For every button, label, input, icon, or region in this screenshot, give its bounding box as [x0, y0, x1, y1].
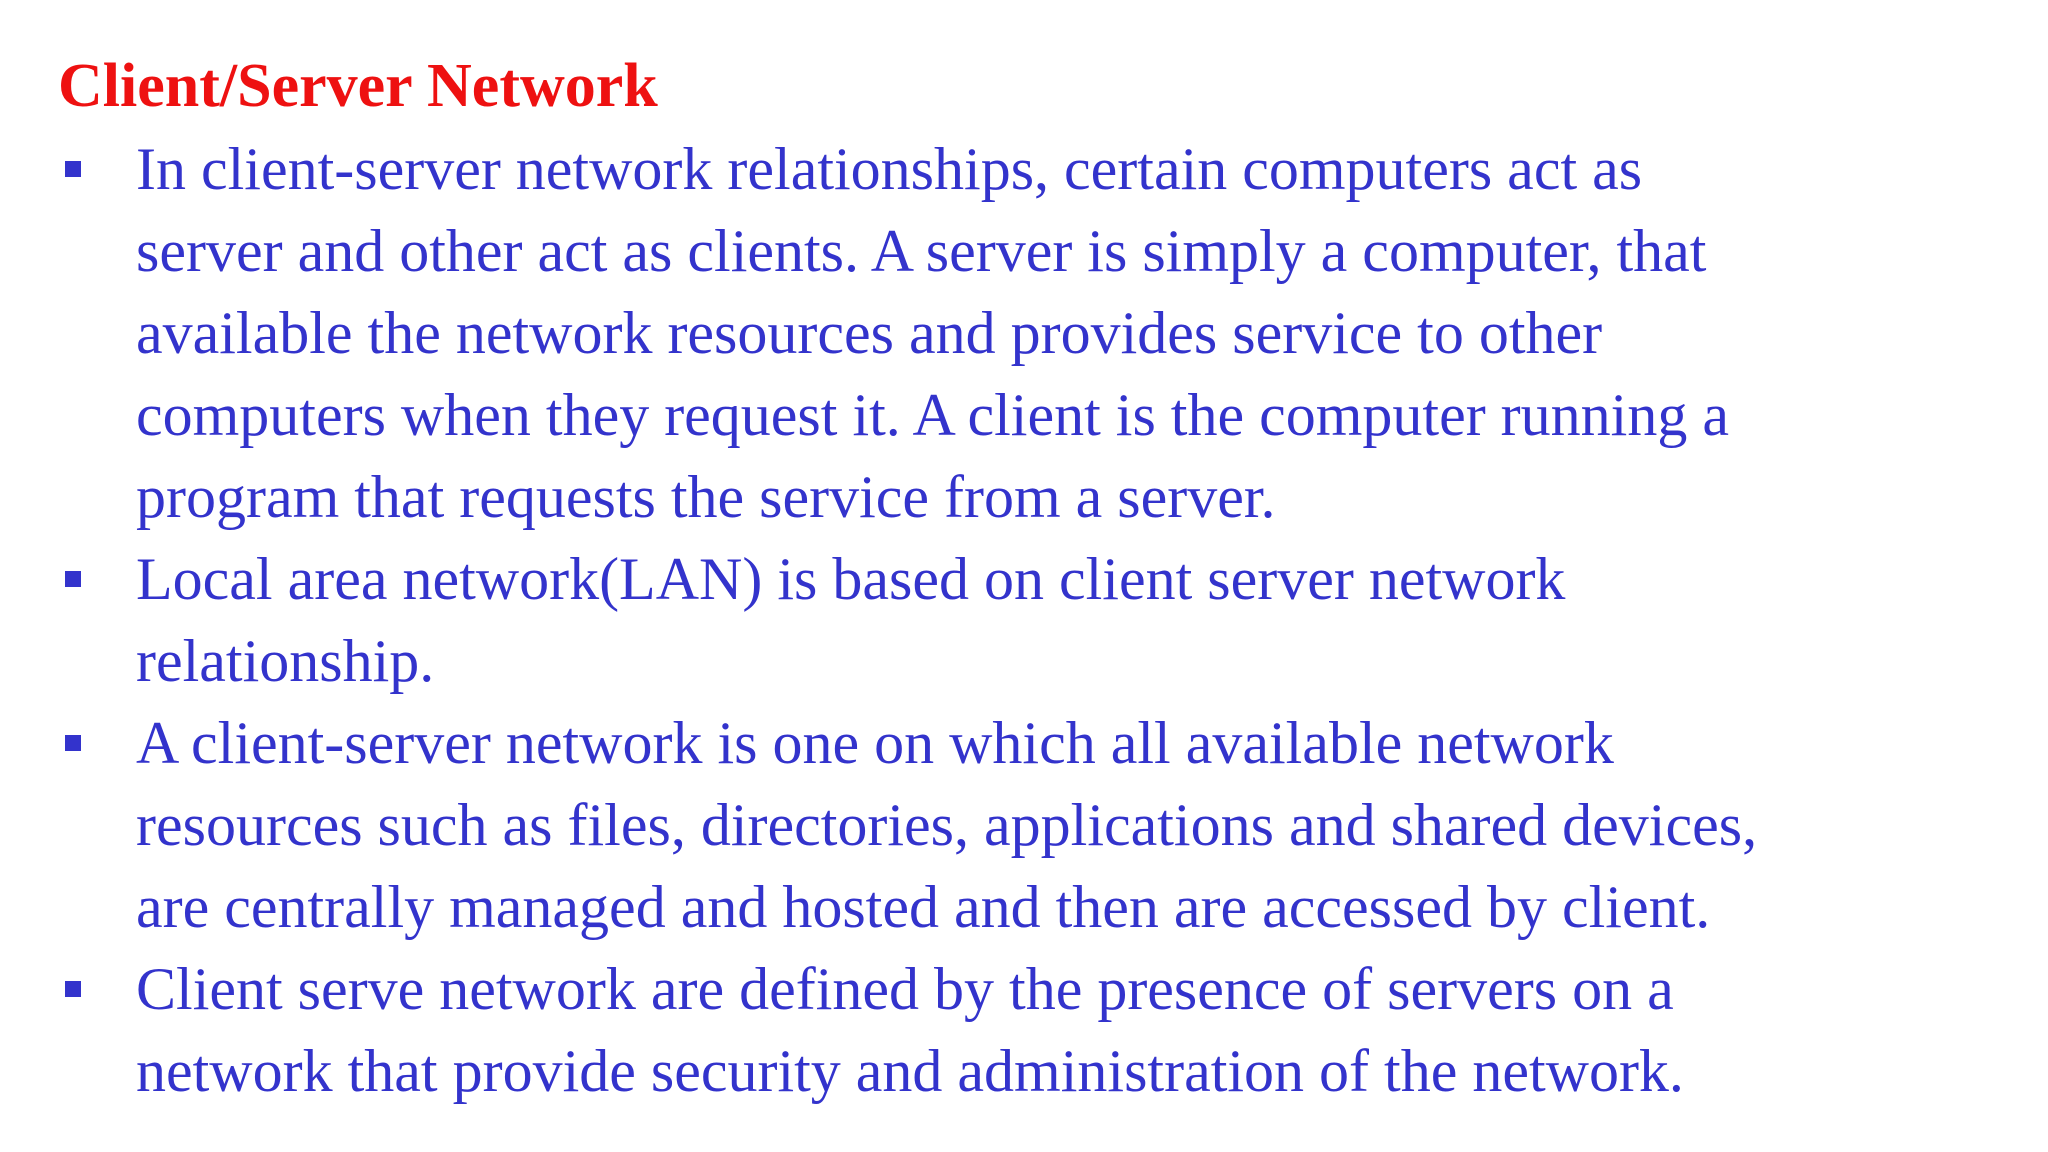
square-bullet-icon: [65, 571, 81, 587]
bullet-text-line: Local area network(LAN) is based on clie…: [136, 546, 1566, 612]
bullet-text-line: network that provide security and admini…: [136, 1038, 1684, 1104]
slide-title: Client/Server Network: [58, 52, 658, 120]
bullet-text-line: A client-server network is one on which …: [136, 710, 1614, 776]
bullet-text-line: In client-server network relationships, …: [136, 136, 1643, 202]
square-bullet-icon: [65, 161, 81, 177]
bullet-text-line: available the network resources and prov…: [136, 300, 1603, 366]
bullet-item: Local area network(LAN) is based on clie…: [58, 538, 2018, 702]
bullet-item: Client serve network are defined by the …: [58, 948, 2018, 1112]
bullet-item: A client-server network is one on which …: [58, 702, 2018, 948]
bullet-text-line: are centrally managed and hosted and the…: [136, 874, 1711, 940]
bullet-text-line: program that requests the service from a…: [136, 464, 1276, 530]
bullet-text-line: relationship.: [136, 628, 435, 694]
bullet-text-line: resources such as files, directories, ap…: [136, 792, 1758, 858]
bullet-text-line: Client serve network are defined by the …: [136, 956, 1674, 1022]
bullet-item: In client-server network relationships, …: [58, 128, 2018, 538]
bullet-text-line: computers when they request it. A client…: [136, 382, 1729, 448]
bullet-text-line: server and other act as clients. A serve…: [136, 218, 1707, 284]
bullet-list: In client-server network relationships, …: [58, 128, 2018, 1112]
square-bullet-icon: [65, 735, 81, 751]
square-bullet-icon: [65, 981, 81, 997]
